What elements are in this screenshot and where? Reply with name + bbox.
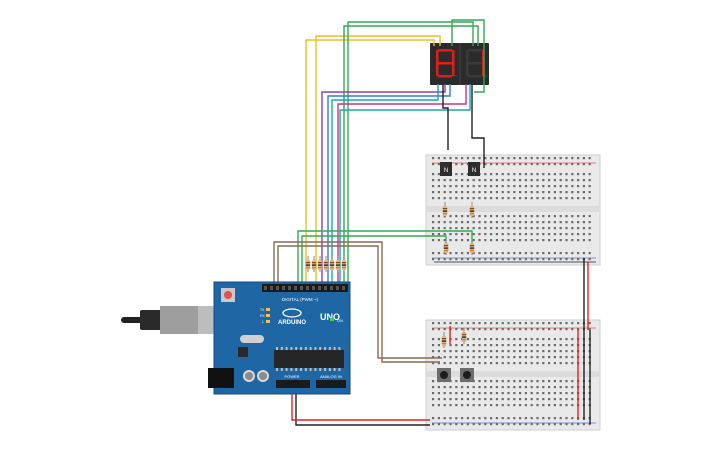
resistor-button-2[interactable] [461,328,467,344]
rx-label: RX [260,314,266,318]
segment-g [438,62,452,65]
power-header [276,380,310,388]
usb-connector [160,306,202,334]
wire-brown-1 [273,241,440,363]
wire-yellow-1 [315,35,441,287]
transistor-2[interactable]: N [468,162,480,176]
digit-2 [466,49,488,78]
display-digits [436,49,488,78]
resistor-collector-2[interactable] [469,202,475,218]
transistor-2-label: N [472,168,476,174]
resistor-segment-2[interactable] [311,256,317,272]
usb-chip [238,347,248,357]
wire-black-common-1 [442,84,449,150]
wire-purple [321,84,446,287]
analog-header [316,380,346,388]
power-label: POWER [284,374,299,379]
segment-e [436,63,439,76]
wire-green-base-2 [301,235,447,287]
power-jack [208,368,234,388]
breadboard-top[interactable] [425,154,601,266]
wire-brown-2 [277,245,442,359]
wires-power [291,258,596,426]
seven-segment-display[interactable] [430,43,489,85]
segment-d [468,75,482,78]
segment-b [482,50,485,63]
wire-magenta [337,84,467,287]
segment-a [438,49,452,52]
wire-black-gnd [295,388,430,426]
l-led [266,320,270,323]
segment-g [468,62,482,65]
wire-blue [327,84,451,287]
resistor-button-1[interactable] [441,332,447,348]
segment-e [466,63,469,76]
transistor-1[interactable]: N [440,162,452,176]
segment-d [438,75,452,78]
wire-cyan [331,84,439,287]
resistor-segment-1[interactable] [305,256,311,272]
digital-label: DIGITAL (PWM ~) [282,297,319,302]
arduino-logo: ARDUINO [278,320,306,326]
tx-led [266,308,270,311]
resistor-segment-4[interactable] [323,256,329,272]
transistor-1-label: N [444,168,448,174]
resistor-collector-1[interactable] [442,202,448,218]
segment-c [482,63,485,76]
on-label: ON [337,318,343,323]
breadboard-top-holes [432,157,591,261]
digital-header [262,284,348,292]
wire-green-3 [451,19,485,93]
tx-label: TX [260,308,265,312]
analog-label: ANALOG IN [320,374,342,379]
resistor-segment-6[interactable] [335,256,341,272]
resistor-base-2[interactable] [469,239,475,255]
wires-display [305,19,485,287]
wire-yellow-2 [305,39,435,287]
decimal-point [484,74,488,78]
wire-teal [339,84,471,287]
infinity-icon [282,308,302,318]
wire-black-common-2 [471,84,485,168]
resistors[interactable] [305,202,475,348]
l-label: L [262,320,264,324]
arduino-uno[interactable]: DIGITAL (PWM ~) ARDUINO UNO ON TX RX L P… [121,281,351,395]
wire-green-2 [343,25,479,287]
segment-a [468,49,482,52]
usb-plug [140,310,162,330]
resistor-segment-7[interactable] [341,256,347,272]
wire-red-5v [291,388,430,421]
resistor-base-1[interactable] [443,239,449,255]
segment-f [466,50,469,63]
resistor-segment-5[interactable] [329,256,335,272]
rx-led [266,314,270,317]
segment-f [436,50,439,63]
atmega-chip [274,350,344,368]
arduino-model: UNO [320,312,340,322]
push-button-2[interactable] [460,368,474,382]
segment-b [452,50,455,63]
on-led [330,318,334,321]
crystal [240,335,264,343]
segment-c [452,63,455,76]
resistor-segment-3[interactable] [317,256,323,272]
decimal-point [454,74,458,78]
wire-green-1 [347,21,474,287]
push-button-1[interactable] [437,368,451,382]
breadboard-bottom[interactable] [425,319,601,431]
digit-1 [436,49,458,78]
